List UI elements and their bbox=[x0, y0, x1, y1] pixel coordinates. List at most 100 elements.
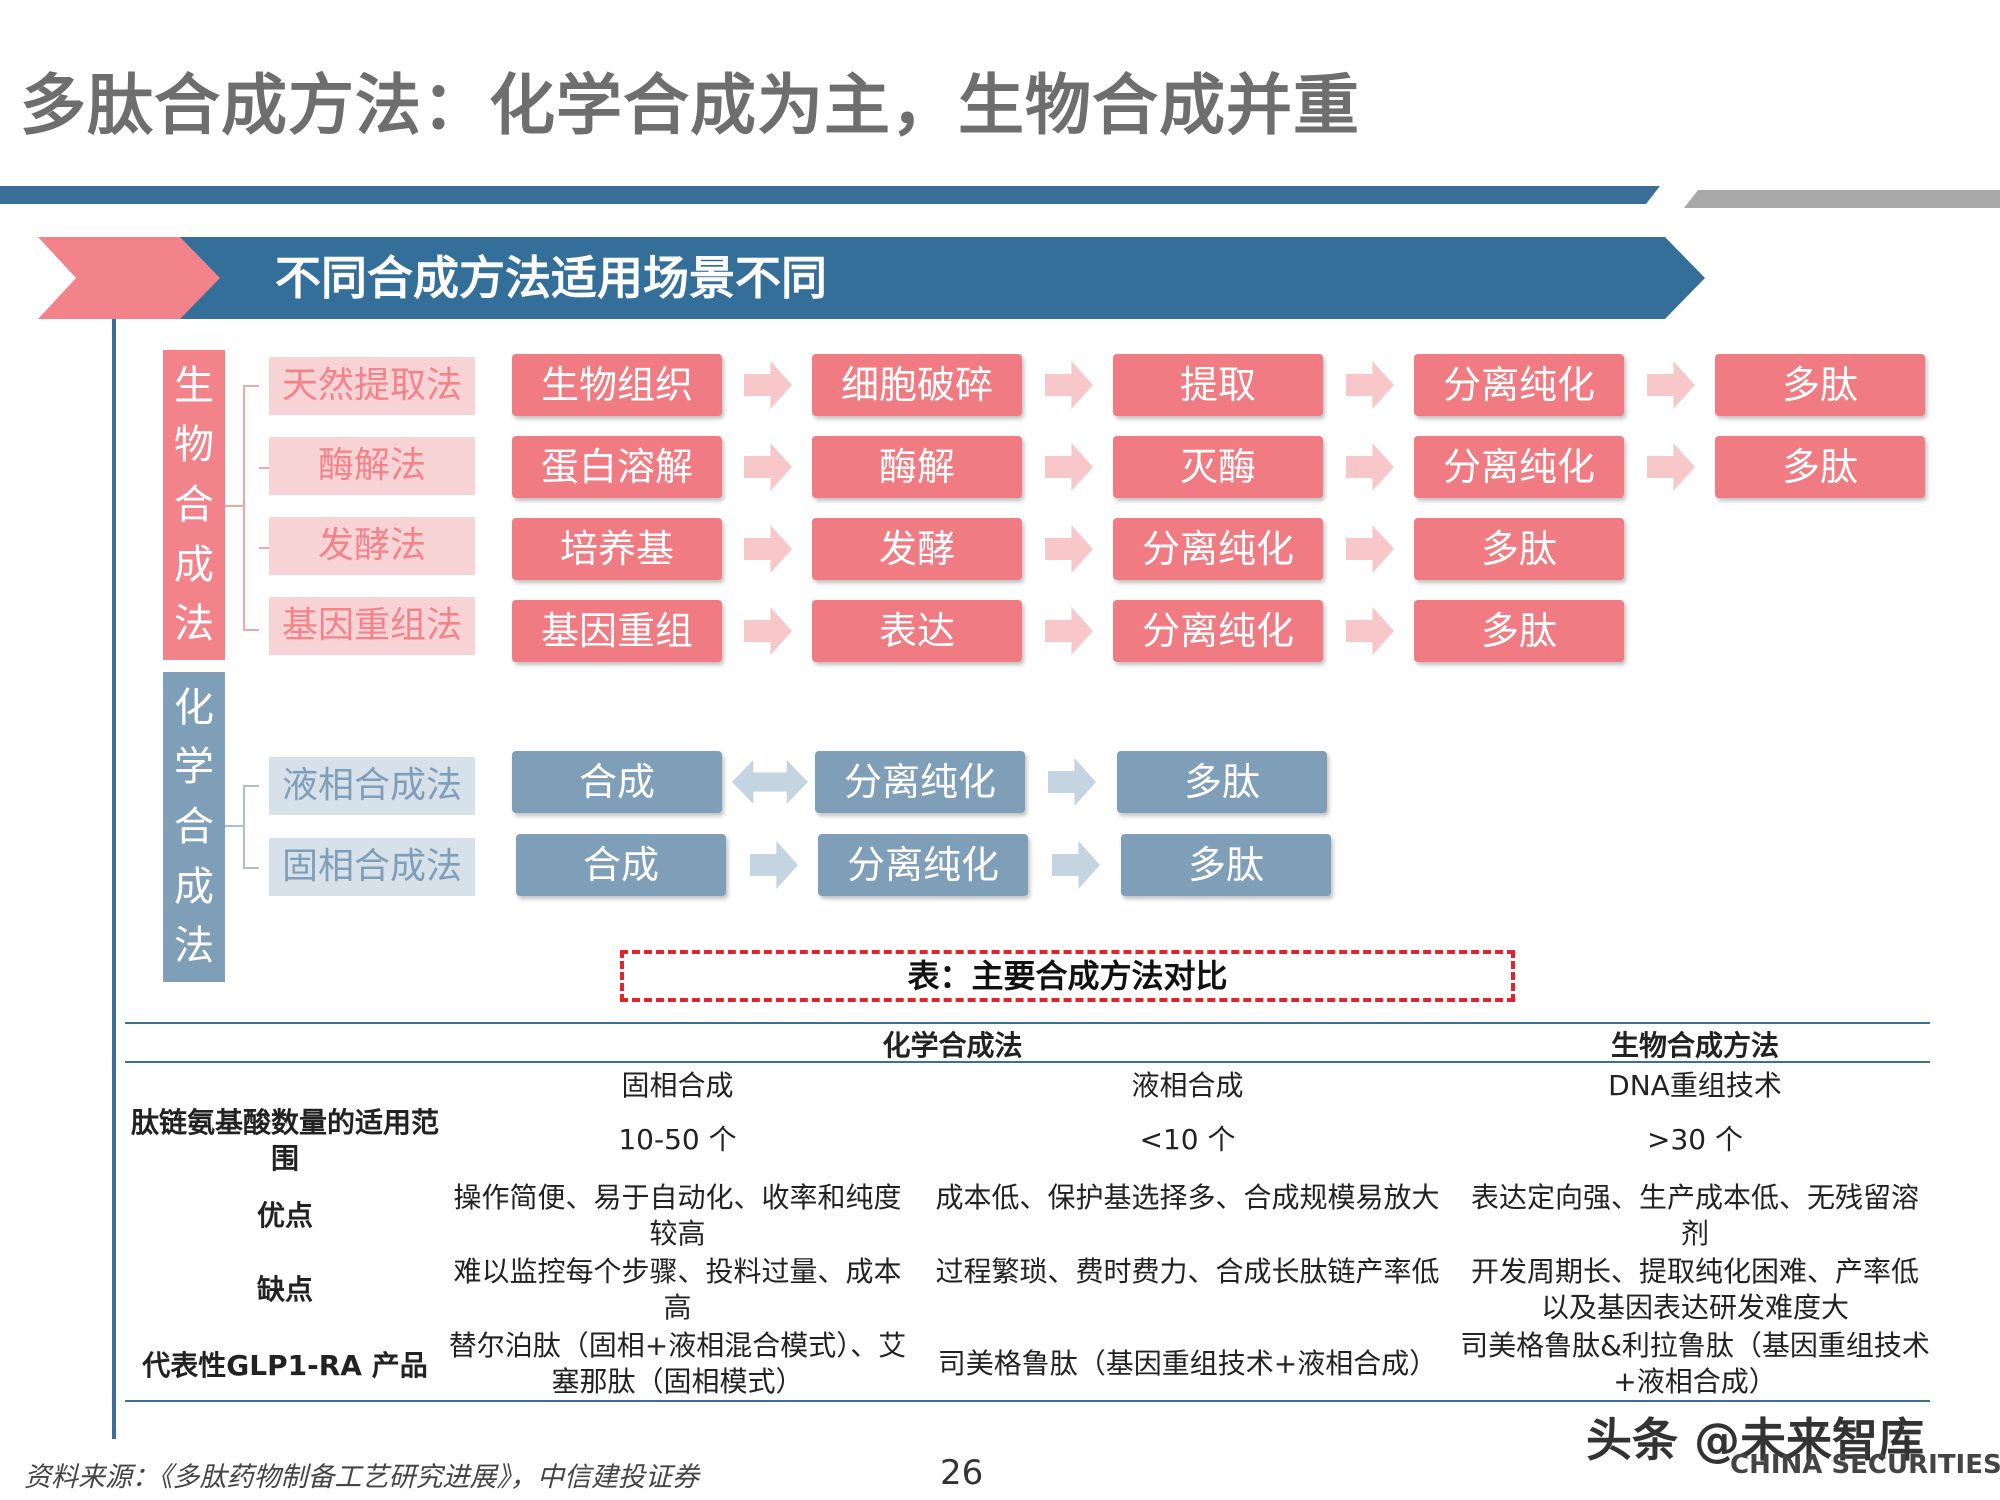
table-group-chem: 化学合成法 bbox=[882, 1029, 1023, 1062]
chem-bracket bbox=[243, 785, 259, 869]
page-number: 26 bbox=[940, 1453, 984, 1493]
flow-step: 多肽 bbox=[1715, 436, 1925, 498]
flow-step: 分离纯化 bbox=[1414, 354, 1624, 416]
method-liquid-phase: 液相合成法 bbox=[269, 757, 475, 815]
chem-category-char: 成 bbox=[174, 863, 214, 910]
header-divider-gray bbox=[1684, 190, 2000, 208]
table-row-head: 优点 bbox=[256, 1199, 313, 1232]
watermark-logo: 头条 @未来智库 bbox=[1586, 1413, 1925, 1467]
table-cell: >30 个 bbox=[1647, 1123, 1743, 1156]
double-arrow-icon bbox=[732, 760, 808, 804]
arrow-right-icon bbox=[744, 525, 792, 573]
page-title: 多肽合成方法：化学合成为主，生物合成并重 bbox=[20, 67, 1360, 144]
flow-step: 发酵 bbox=[812, 518, 1022, 580]
arrow-right-icon bbox=[744, 607, 792, 655]
method-enzymolysis: 酶解法 bbox=[269, 437, 475, 495]
table-cell: 表达定向强、生产成本低、无残留溶剂 bbox=[1470, 1181, 1919, 1250]
arrow-right-icon bbox=[744, 361, 792, 409]
bio-bracket bbox=[243, 385, 259, 631]
arrow-right-icon bbox=[1045, 525, 1093, 573]
flow-step: 多肽 bbox=[1121, 834, 1331, 896]
flow-step: 合成 bbox=[516, 834, 726, 896]
chem-category-char: 法 bbox=[174, 923, 214, 970]
method-solid-phase: 固相合成法 bbox=[269, 838, 475, 896]
arrow-right-icon bbox=[1647, 361, 1695, 409]
method-fermentation: 发酵法 bbox=[269, 517, 475, 575]
left-rule bbox=[112, 319, 116, 1439]
table-subheader: 液相合成 bbox=[1131, 1069, 1244, 1102]
bio-category-label: 生 物 合 成 法 bbox=[163, 350, 225, 660]
table-cell: 操作简便、易于自动化、收率和纯度较高 bbox=[453, 1181, 902, 1250]
chem-category-char: 合 bbox=[174, 803, 214, 850]
table-cell: 司美格鲁肽&利拉鲁肽（基因重组技术+液相合成） bbox=[1460, 1329, 1930, 1398]
arrow-right-icon bbox=[1045, 607, 1093, 655]
flow-step: 蛋白溶解 bbox=[512, 436, 722, 498]
chem-category-char: 化 bbox=[174, 684, 214, 731]
flow-step: 多肽 bbox=[1715, 354, 1925, 416]
flow-step: 分离纯化 bbox=[818, 834, 1028, 896]
section-banner bbox=[180, 237, 1705, 319]
table-row-head: 缺点 bbox=[256, 1273, 313, 1306]
flow-step: 灭酶 bbox=[1113, 436, 1323, 498]
table-cell: 司美格鲁肽（基因重组技术+液相合成） bbox=[937, 1347, 1438, 1380]
chem-category-label: 化 学 合 成 法 bbox=[163, 672, 225, 982]
method-natural-extraction: 天然提取法 bbox=[269, 357, 475, 415]
chem-bracket-stem bbox=[225, 825, 243, 827]
bio-category-char: 物 bbox=[174, 422, 214, 469]
arrow-right-icon bbox=[1346, 443, 1394, 491]
table-cell: 10-50 个 bbox=[618, 1123, 737, 1156]
flow-step: 合成 bbox=[512, 751, 722, 813]
table-rule-bottom bbox=[125, 1400, 1930, 1402]
chem-category-char: 学 bbox=[174, 744, 214, 791]
flow-step: 生物组织 bbox=[512, 354, 722, 416]
table-cell: 开发周期长、提取纯化困难、产率低以及基因表达研发难度大 bbox=[1470, 1255, 1919, 1324]
source-note: 资料来源：《多肽药物制备工艺研究进展》，中信建投证券 bbox=[24, 1462, 699, 1493]
table-subheader: 固相合成 bbox=[621, 1069, 734, 1102]
flow-step: 提取 bbox=[1113, 354, 1323, 416]
flow-step: 分离纯化 bbox=[815, 751, 1025, 813]
bio-category-char: 合 bbox=[174, 481, 214, 528]
flow-step: 分离纯化 bbox=[1414, 436, 1624, 498]
table-cell: 过程繁琐、费时费力、合成长肽链产率低 bbox=[935, 1255, 1440, 1288]
bio-category-char: 法 bbox=[174, 601, 214, 648]
bio-category-char: 成 bbox=[174, 541, 214, 588]
arrow-right-icon bbox=[1045, 443, 1093, 491]
flow-step: 分离纯化 bbox=[1113, 600, 1323, 662]
table-rule-top bbox=[125, 1022, 1930, 1024]
arrow-right-icon bbox=[1346, 361, 1394, 409]
flow-step: 酶解 bbox=[812, 436, 1022, 498]
flow-step: 分离纯化 bbox=[1113, 518, 1323, 580]
table-cell: 替尔泊肽（固相+液相混合模式）、艾塞那肽（固相模式） bbox=[448, 1329, 907, 1398]
bio-bracket-stem bbox=[225, 505, 243, 507]
bio-category-char: 生 bbox=[174, 362, 214, 409]
table-row-head: 代表性GLP1-RA 产品 bbox=[142, 1349, 428, 1382]
arrow-right-icon bbox=[1346, 607, 1394, 655]
table-caption: 表：主要合成方法对比 bbox=[620, 950, 1515, 1002]
arrow-right-icon bbox=[1052, 841, 1100, 889]
bio-bracket-tick bbox=[259, 467, 269, 469]
arrow-right-icon bbox=[1647, 443, 1695, 491]
method-gene-recombination: 基因重组法 bbox=[269, 597, 475, 655]
flow-step: 表达 bbox=[812, 600, 1022, 662]
table-subheader: DNA重组技术 bbox=[1608, 1069, 1782, 1102]
table-cell: 难以监控每个步骤、投料过量、成本高 bbox=[453, 1255, 902, 1324]
flow-step: 培养基 bbox=[512, 518, 722, 580]
table-group-bio: 生物合成方法 bbox=[1610, 1029, 1779, 1062]
arrow-right-icon bbox=[744, 443, 792, 491]
bio-bracket-tick bbox=[259, 547, 269, 549]
table-cell: 成本低、保护基选择多、合成规模易放大 bbox=[935, 1181, 1440, 1214]
arrow-right-icon bbox=[750, 841, 798, 889]
header-divider-blue bbox=[0, 186, 1660, 204]
flow-step: 细胞破碎 bbox=[812, 354, 1022, 416]
section-banner-title: 不同合成方法适用场景不同 bbox=[275, 251, 827, 305]
flow-step: 多肽 bbox=[1117, 751, 1327, 813]
arrow-right-icon bbox=[1045, 361, 1093, 409]
table-rule-header bbox=[125, 1061, 1930, 1063]
arrow-right-icon bbox=[1048, 758, 1096, 806]
flow-step: 多肽 bbox=[1414, 600, 1624, 662]
table-row-head: 肽链氨基酸数量的适用范围 bbox=[130, 1106, 439, 1175]
brand-subtitle: CHINA SECURITIES bbox=[1730, 1450, 2000, 1480]
flow-step: 多肽 bbox=[1414, 518, 1624, 580]
arrow-right-icon bbox=[1346, 525, 1394, 573]
table-cell: <10 个 bbox=[1139, 1123, 1236, 1156]
